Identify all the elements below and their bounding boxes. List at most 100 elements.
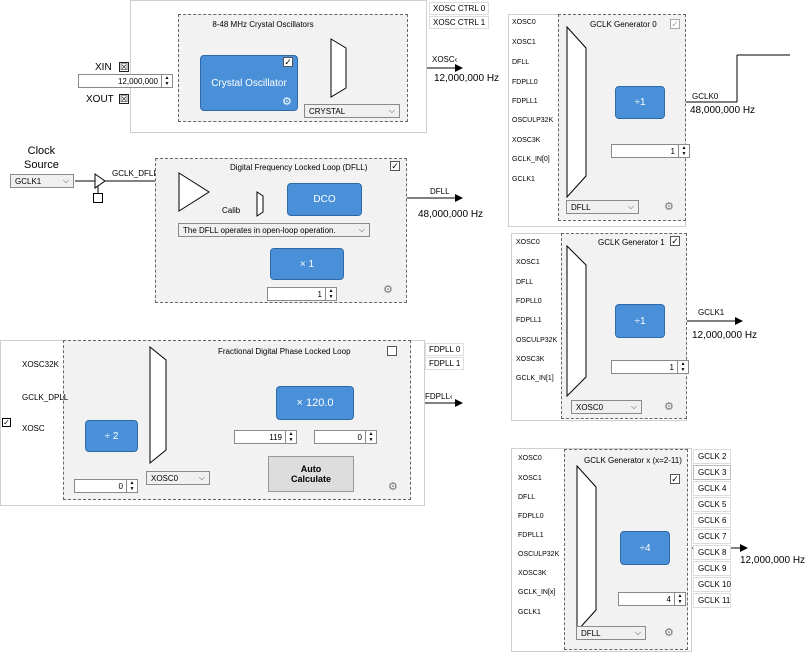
gclk0-input-5: OSCULP32K [512, 117, 554, 124]
gclk1-title: GCLK Generator 1 [598, 238, 665, 247]
gclk0-title: GCLK Generator 0 [590, 20, 657, 29]
tab-xosc-ctrl-1[interactable]: XOSC CTRL 1 [429, 16, 490, 29]
chevron-down-icon: ⌵ [630, 402, 637, 411]
gclk1-divider-input[interactable]: 1 ▲▼ [611, 360, 689, 374]
gclk1-mux-icon [566, 245, 587, 397]
dco-block[interactable]: DCO [287, 183, 362, 216]
gclk0-mux-icon [566, 26, 587, 198]
xosc-mode-select[interactable]: CRYSTAL⌵ [304, 104, 400, 118]
gclk0-input-6: XOSC3K [512, 137, 541, 144]
gclk1-input-1: XOSC1 [516, 259, 540, 266]
gclk0-input-7: GCLK_IN[0] [512, 156, 550, 163]
gclk1-input-0: XOSC0 [516, 239, 540, 246]
gclkx-divider-label: ÷4 [639, 542, 651, 554]
gclkx-input-6: XOSC3K [518, 570, 547, 577]
gclkx-settings-gear-icon[interactable]: ⚙ [664, 627, 674, 639]
xosc-frequency-input[interactable]: 12,000,000 ▲▼ [78, 74, 173, 88]
gclkx-input-1: XOSC1 [518, 475, 542, 482]
gclkx-input-7: GCLK_IN[x] [518, 589, 556, 596]
fdpll-input-xosc32k: XOSC32K [22, 360, 59, 369]
tab-gclk-10[interactable]: GCLK 10 [693, 577, 731, 592]
fdpll-source-select[interactable]: XOSC0⌵ [146, 471, 210, 485]
auto-calculate-button[interactable]: Auto Calculate [268, 456, 354, 492]
gclkx-source-select[interactable]: DFLL⌵ [576, 626, 646, 640]
fdpll-title: Fractional Digital Phase Locked Loop [218, 347, 351, 356]
chevron-down-icon: ⌵ [62, 176, 69, 185]
tab-gclk-4[interactable]: GCLK 4 [693, 481, 731, 496]
gclk0-input-0: XOSC0 [512, 19, 536, 26]
gclk1-enable-checkbox[interactable]: ✓ [670, 236, 680, 246]
gclkx-input-4: FDPLL1 [518, 532, 544, 539]
gclk1-input-7: GCLK_IN[1] [516, 375, 554, 382]
tab-gclk-6[interactable]: GCLK 6 [693, 513, 731, 528]
tab-gclk-8[interactable]: GCLK 8 [693, 545, 731, 560]
dfll-calib-label: Calib [222, 206, 241, 215]
fdpll-input-xosc: XOSC [22, 424, 45, 433]
gclk0-divider-label: ÷1 [634, 97, 646, 108]
fdpll-gclk-enable-checkbox[interactable]: ✓ [2, 418, 11, 427]
chevron-down-icon: ⌵ [634, 628, 641, 637]
fdpll-tabs: FDPLL 0 FDPLL 1 [425, 343, 465, 370]
clock-source-label: Clock Source [24, 145, 59, 171]
tab-gclk-5[interactable]: GCLK 5 [693, 497, 731, 512]
fdpll-divider-block[interactable]: ÷ 2 [85, 420, 138, 452]
tab-gclk-3[interactable]: GCLK 3 [693, 465, 731, 480]
gclk1-divider-label: ÷1 [634, 315, 646, 327]
gclkx-out-frequency: 12,000,000 Hz [740, 555, 806, 566]
gclk1-divider-block[interactable]: ÷1 [615, 304, 665, 338]
gclk0-input-3: FDPLL0 [512, 79, 538, 86]
gclkx-mux-icon [576, 465, 597, 632]
crystal-oscillator-gear-icon[interactable]: ⚙ [282, 96, 292, 108]
fdpll-settings-gear-icon[interactable]: ⚙ [388, 481, 398, 493]
gclk1-input-6: XOSC3K [516, 356, 545, 363]
gclk0-enable-checkbox[interactable]: ✓ [670, 19, 680, 29]
clock-source-select[interactable]: GCLK1⌵ [10, 174, 74, 188]
fdpll-multiplier-block[interactable]: × 120.0 [276, 386, 354, 420]
fdpll-input-gclk-dpll: GCLK_DPLL [22, 393, 69, 402]
tab-gclk-2[interactable]: GCLK 2 [693, 449, 731, 464]
crystal-oscillator-block[interactable]: Crystal Oscillator [200, 55, 298, 111]
gclk0-settings-gear-icon[interactable]: ⚙ [664, 201, 674, 213]
xosc-mux-icon [330, 38, 347, 98]
gclk1-out-signal: GCLK1 [698, 308, 725, 317]
gclkx-divider-block[interactable]: ÷4 [620, 531, 670, 565]
gclkx-input-0: XOSC0 [518, 455, 542, 462]
dfll-enable-checkbox[interactable]: ✓ [390, 161, 400, 171]
tab-fdpll-0[interactable]: FDPLL 0 [425, 343, 465, 356]
tab-gclk-9[interactable]: GCLK 9 [693, 561, 731, 576]
crystal-oscillator-label: Crystal Oscillator [211, 77, 287, 89]
gclkx-input-2: DFLL [518, 494, 536, 501]
fdpll-multiplier-integer-input[interactable]: 119 ▲▼ [234, 430, 297, 444]
dfll-multiplier-label: × 1 [299, 258, 315, 270]
xosc-title: 8-48 MHz Crystal Oscillators [212, 20, 314, 29]
dfll-mode-select[interactable]: The DFLL operates in open-loop operation… [178, 223, 370, 237]
tab-xosc-ctrl-0[interactable]: XOSC CTRL 0 [429, 2, 490, 15]
fdpll-divider-input[interactable]: 0 ▲▼ [74, 479, 138, 493]
chevron-down-icon: ⌵ [627, 202, 634, 211]
fdpll-divider-label: ÷ 2 [104, 430, 119, 442]
xosc-out-frequency: 12,000,000 Hz [434, 73, 500, 84]
tab-fdpll-1[interactable]: FDPLL 1 [425, 357, 465, 370]
gclk0-divider-input[interactable]: 1 ▲▼ [611, 144, 690, 158]
xosc-out-signal: XOSC‹ [432, 55, 458, 64]
gclk0-input-1: XOSC1 [512, 39, 536, 46]
gclkx-tabs: GCLK 2 GCLK 3 GCLK 4 GCLK 5 GCLK 6 GCLK … [693, 449, 731, 609]
dfll-calib-mux-icon [256, 191, 264, 217]
dfll-settings-gear-icon[interactable]: ⚙ [383, 284, 393, 296]
gclk1-source-select[interactable]: XOSC0⌵ [571, 400, 642, 414]
crystal-oscillator-enable-checkbox[interactable]: ✓ [283, 57, 293, 67]
gclkx-divider-input[interactable]: 4 ▲▼ [618, 592, 686, 606]
gclkx-input-5: OSCULP32K [518, 551, 560, 558]
dfll-comparator-icon [178, 172, 210, 212]
fdpll-enable-checkbox[interactable] [387, 346, 397, 356]
tab-gclk-11[interactable]: GCLK 11 [693, 593, 731, 608]
gclk0-source-select[interactable]: DFLL⌵ [566, 200, 639, 214]
tab-gclk-7[interactable]: GCLK 7 [693, 529, 731, 544]
dfll-enable-box[interactable] [93, 193, 103, 203]
gclk1-settings-gear-icon[interactable]: ⚙ [664, 401, 674, 413]
dfll-multiplier-input[interactable]: 1 ▲▼ [267, 287, 337, 301]
gclkx-enable-checkbox[interactable]: ✓ [670, 474, 680, 484]
dfll-multiplier-block[interactable]: × 1 [270, 248, 344, 280]
gclk0-divider-block[interactable]: ÷1 [615, 86, 665, 119]
fdpll-multiplier-fraction-input[interactable]: 0 ▲▼ [314, 430, 377, 444]
